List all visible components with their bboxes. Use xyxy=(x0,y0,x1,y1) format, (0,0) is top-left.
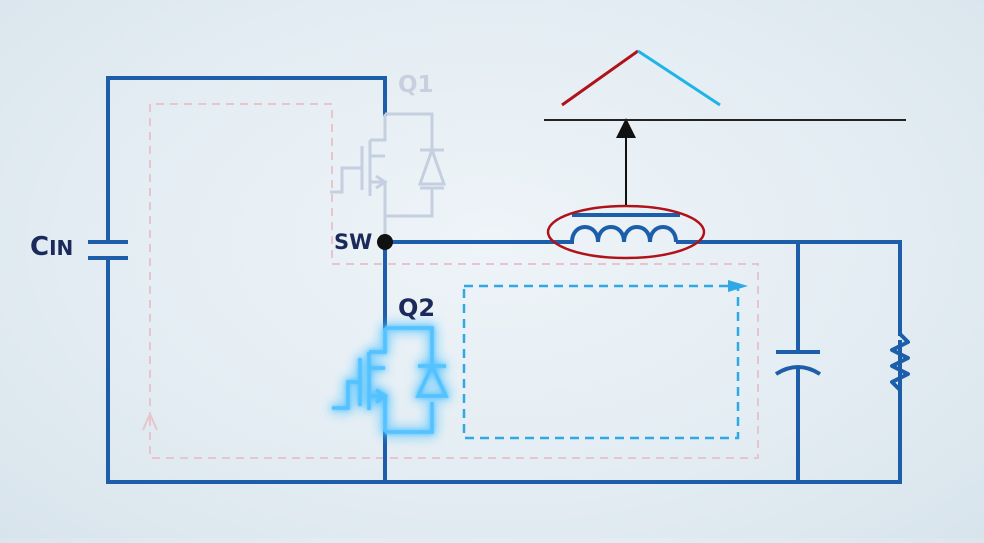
q2-label: Q2 xyxy=(398,294,436,322)
q1-label: Q1 xyxy=(398,72,434,98)
circuit-wires xyxy=(106,76,902,484)
q1-loop-dashed-path xyxy=(149,103,759,459)
cin-label-main: C xyxy=(30,232,50,262)
inductor-icon xyxy=(570,213,680,243)
load-resistor-icon xyxy=(890,332,910,392)
input-capacitor-label: CIN xyxy=(30,232,73,262)
q1-loop-arrow-icon xyxy=(142,411,158,431)
waveform-falling-ramp xyxy=(637,49,721,107)
output-capacitor-icon xyxy=(774,350,822,376)
inductor-highlight-ellipse xyxy=(546,204,706,260)
wire-left-top xyxy=(106,76,387,244)
q1-current-loop xyxy=(142,103,759,459)
q2-loop-dashed-path xyxy=(462,284,740,440)
wire-left-bottom xyxy=(106,256,902,484)
waveform-rising-ramp xyxy=(561,49,639,107)
q2-loop-arrow-icon xyxy=(728,280,748,292)
sw-node-label: SW xyxy=(334,230,373,254)
sw-junction-dot-icon xyxy=(377,234,393,250)
input-capacitor-icon xyxy=(88,240,128,260)
q2-mosfet-icon xyxy=(332,326,449,434)
cin-label-sub: IN xyxy=(49,236,74,260)
q1-mosfet-icon xyxy=(330,112,447,242)
q2-current-loop xyxy=(462,280,748,440)
inductor-current-waveform xyxy=(544,49,906,121)
wire-inductor-to-output xyxy=(676,240,902,336)
